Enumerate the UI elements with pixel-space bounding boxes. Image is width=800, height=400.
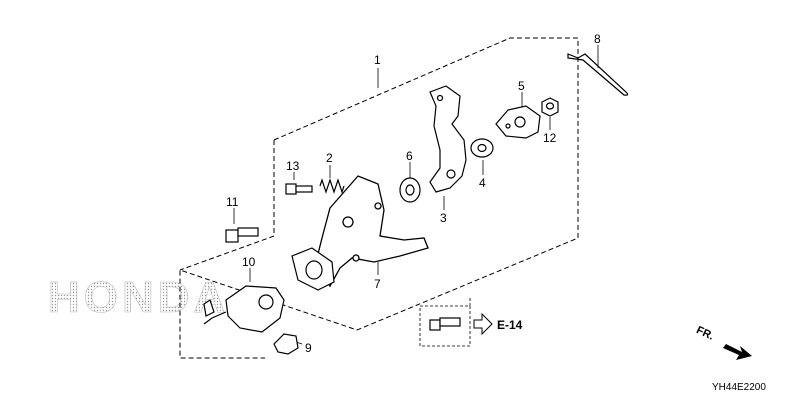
part-label-1: 1 <box>374 53 381 67</box>
diagram-code: YH44E2200 <box>712 382 766 393</box>
lever-plate <box>495 105 541 139</box>
bolt-11 <box>225 227 259 243</box>
front-direction: FR. <box>694 324 752 360</box>
spring-2 <box>319 178 345 194</box>
part-label-2: 2 <box>326 151 333 165</box>
screw-13 <box>285 183 313 195</box>
part-label-3: 3 <box>440 211 447 225</box>
lever-arm <box>429 85 467 193</box>
washer-6 <box>399 177 421 203</box>
assembly-outline <box>179 37 579 359</box>
part-label-6: 6 <box>406 149 413 163</box>
washer-4 <box>470 138 494 158</box>
part-label-5: 5 <box>518 79 525 93</box>
part-label-8: 8 <box>594 32 601 46</box>
reference-label: E-14 <box>497 318 523 332</box>
sensor-unit <box>203 285 285 333</box>
reference-box <box>419 298 471 347</box>
front-label: FR. <box>694 324 715 342</box>
part-label-13: 13 <box>286 159 300 173</box>
part-label-12: 12 <box>543 131 557 145</box>
clip-9 <box>273 333 299 355</box>
nut-12 <box>541 97 559 117</box>
part-label-11: 11 <box>226 195 239 209</box>
part-label-9: 9 <box>305 341 312 355</box>
part-label-7: 7 <box>374 277 381 291</box>
reference-arrow: E-14 <box>473 312 523 336</box>
part-label-4: 4 <box>479 176 486 190</box>
part-label-10: 10 <box>242 255 256 269</box>
rotor-plate <box>291 247 335 291</box>
spring-wire <box>567 53 629 96</box>
honda-watermark: HONDA <box>48 273 229 322</box>
